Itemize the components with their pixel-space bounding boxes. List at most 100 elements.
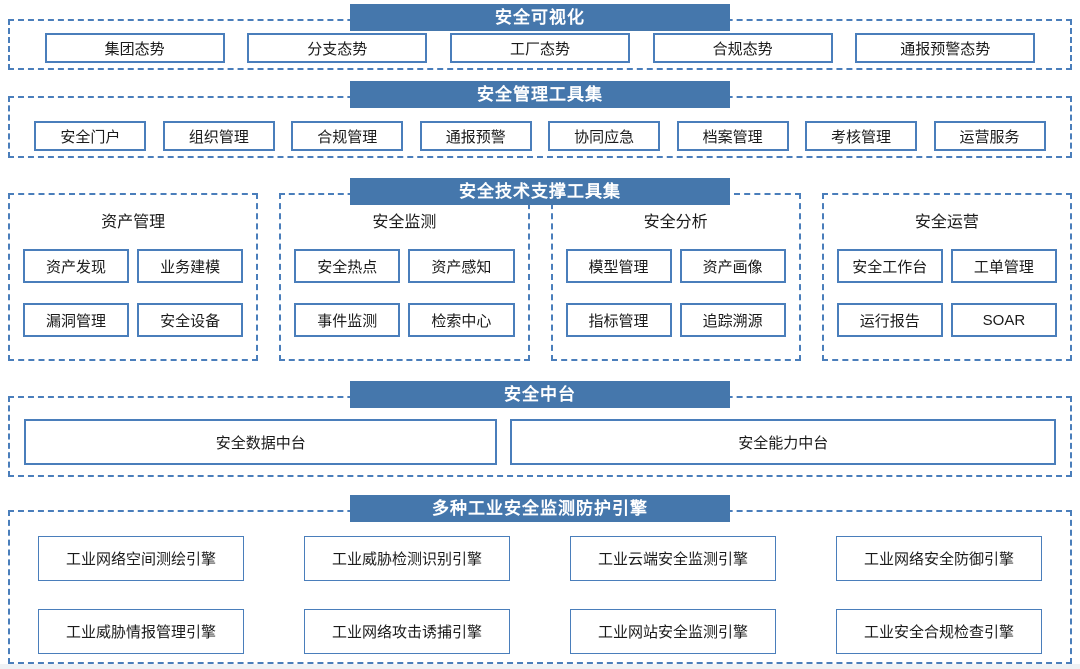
engine-box: 工业云端安全监测引擎 (570, 536, 776, 581)
engine-box: 工业威胁情报管理引擎 (38, 609, 244, 654)
group-title: 安全分析 (643, 214, 708, 231)
node-label: 考核管理 (831, 128, 892, 146)
node-label: 安全热点 (317, 258, 378, 276)
node-label: 合规态势 (712, 40, 773, 58)
node-label: 漏洞管理 (46, 312, 107, 330)
engine-box: 工业网站安全监测引擎 (570, 609, 776, 654)
engine-label: 工业网站安全监测引擎 (597, 624, 748, 641)
node-label: 资产画像 (702, 258, 763, 276)
node-box: 集团态势 (44, 33, 225, 63)
node-label: 追踪溯源 (702, 312, 763, 330)
node-label: SOAR (982, 311, 1026, 329)
node-label: 业务建模 (160, 258, 221, 276)
node-label: 分支态势 (307, 40, 368, 58)
node-label: 运营服务 (959, 128, 1020, 146)
section-tech-support: 安全技术支撑工具集 资产管理 资产发现 业务建模 (8, 178, 1072, 361)
node-label: 安全工作台 (852, 258, 928, 276)
management-panel: 安全门户 组织管理 合规管理 通报预警 协同应急 (8, 96, 1072, 158)
node-box: 漏洞管理 (23, 303, 130, 337)
node-label: 资产发现 (46, 258, 107, 276)
node-box: 安全设备 (137, 303, 244, 337)
engine-label: 工业云端安全监测引擎 (597, 551, 748, 568)
node-label: 合规管理 (317, 128, 378, 146)
node-label: 组织管理 (188, 128, 249, 146)
node-label: 档案管理 (702, 128, 763, 146)
node-label: 事件监测 (317, 312, 378, 330)
node-label: 安全设备 (160, 312, 221, 330)
node-label: 模型管理 (588, 258, 649, 276)
engine-box: 工业网络攻击诱捕引擎 (304, 609, 510, 654)
node-box: 通报预警态势 (855, 33, 1036, 63)
node-box-capability-platform: 安全能力中台 (510, 419, 1056, 465)
node-box: 业务建模 (137, 249, 244, 283)
node-label: 资产感知 (431, 258, 492, 276)
node-box: 运营服务 (933, 121, 1046, 151)
node-label: 安全数据中台 (215, 434, 306, 452)
node-box: 追踪溯源 (679, 303, 786, 337)
node-label: 检索中心 (431, 312, 492, 330)
bottom-edge-strip (0, 664, 1080, 669)
node-label: 指标管理 (588, 312, 649, 330)
node-box: SOAR (950, 303, 1057, 337)
node-box: 检索中心 (408, 303, 515, 337)
node-box: 工单管理 (950, 249, 1057, 283)
node-label: 通报预警态势 (900, 40, 991, 58)
node-box: 档案管理 (676, 121, 789, 151)
group-title: 资产管理 (101, 214, 166, 231)
node-label: 工厂态势 (509, 40, 570, 58)
group-grid: 资产发现 业务建模 漏洞管理 安全设备 (23, 249, 244, 337)
engine-label: 工业安全合规检查引擎 (863, 624, 1014, 641)
node-box: 事件监测 (294, 303, 401, 337)
node-box: 安全热点 (294, 249, 401, 283)
section-tech-support-header: 安全技术支撑工具集 (350, 178, 730, 205)
node-label: 工单管理 (973, 258, 1034, 276)
node-box: 通报预警 (419, 121, 532, 151)
node-label: 安全门户 (60, 128, 121, 146)
group-grid: 安全工作台 工单管理 运行报告 SOAR (836, 249, 1057, 337)
engines-panel: 工业网络空间测绘引擎 工业威胁检测识别引擎 工业云端安全监测引擎 工业网络安全防… (8, 510, 1072, 664)
engine-label: 工业网络安全防御引擎 (863, 551, 1014, 568)
node-label: 安全能力中台 (738, 434, 829, 452)
node-box: 指标管理 (565, 303, 672, 337)
node-box: 工厂态势 (449, 33, 630, 63)
group-title: 安全监测 (372, 214, 437, 231)
node-box: 资产画像 (679, 249, 786, 283)
node-label: 协同应急 (574, 128, 635, 146)
section-visualization-header: 安全可视化 (350, 4, 730, 31)
group-grid: 模型管理 资产画像 指标管理 追踪溯源 (565, 249, 786, 337)
engine-box: 工业安全合规检查引擎 (836, 609, 1042, 654)
section-engines: 多种工业安全监测防护引擎 工业网络空间测绘引擎 工业威胁检测识别引擎 工业云端安… (8, 495, 1072, 664)
node-box-data-platform: 安全数据中台 (24, 419, 498, 465)
engine-box: 工业网络空间测绘引擎 (38, 536, 244, 581)
node-box: 资产感知 (408, 249, 515, 283)
section-visualization: 安全可视化 集团态势 分支态势 工厂态势 合规态势 (8, 4, 1072, 70)
group-security-operations: 安全运营 安全工作台 工单管理 运行报告 (821, 193, 1072, 361)
node-label: 集团态势 (104, 40, 165, 58)
node-box: 资产发现 (23, 249, 130, 283)
group-security-analysis: 安全分析 模型管理 资产画像 指标管理 (550, 193, 801, 361)
group-asset-management: 资产管理 资产发现 业务建模 漏洞管理 (8, 193, 259, 361)
node-box: 分支态势 (247, 33, 428, 63)
section-engines-header: 多种工业安全监测防护引擎 (350, 495, 730, 522)
section-management-header: 安全管理工具集 (350, 81, 730, 108)
node-box: 合规管理 (291, 121, 404, 151)
engine-label: 工业网络攻击诱捕引擎 (331, 624, 482, 641)
group-grid: 安全热点 资产感知 事件监测 检索中心 (294, 249, 515, 337)
node-box: 安全工作台 (836, 249, 943, 283)
node-box: 运行报告 (836, 303, 943, 337)
tech-support-groups: 资产管理 资产发现 业务建模 漏洞管理 (8, 193, 1072, 361)
engine-label: 工业威胁情报管理引擎 (65, 624, 216, 641)
section-middle-platform-header: 安全中台 (350, 381, 730, 408)
section-middle-platform: 安全中台 安全数据中台 安全能力中台 (8, 381, 1072, 477)
engine-label: 工业威胁检测识别引擎 (331, 551, 482, 568)
node-box: 组织管理 (162, 121, 275, 151)
section-management: 安全管理工具集 安全门户 组织管理 合规管理 通报预警 (8, 81, 1072, 158)
node-label: 通报预警 (445, 128, 506, 146)
node-box: 合规态势 (652, 33, 833, 63)
node-label: 运行报告 (859, 312, 920, 330)
node-box: 协同应急 (548, 121, 661, 151)
node-box: 模型管理 (565, 249, 672, 283)
node-box: 安全门户 (34, 121, 147, 151)
group-security-monitoring: 安全监测 安全热点 资产感知 事件监测 (279, 193, 530, 361)
